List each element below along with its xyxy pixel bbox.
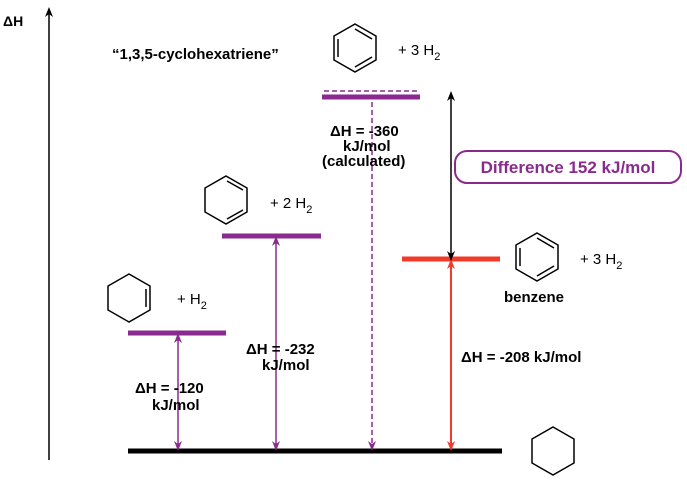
enthalpy-axis-label: ΔH [3, 13, 23, 29]
benzene-reagent: + 3 H2 [580, 251, 622, 272]
cyclohexatriene-structure [333, 23, 377, 73]
benzene-name: benzene [504, 289, 564, 306]
cyclohexatriene-name: “1,3,5-cyclohexatriene” [112, 46, 279, 63]
difference-label: Difference 152 kJ/mol [481, 158, 656, 177]
cyclohexadiene-reagent: + 2 H2 [270, 195, 312, 216]
dh-cyclohexatriene-label: ΔH = -360 [330, 123, 399, 140]
difference-box [454, 150, 682, 184]
benzene-structure [515, 232, 559, 282]
dh-cyclohexatriene-note: (calculated) [322, 153, 405, 170]
cyclohexadiene-structure [204, 175, 248, 225]
dh-cyclohexatriene-unit: kJ/mol [343, 138, 391, 155]
dh-benzene-label: ΔH = -208 kJ/mol [461, 349, 581, 366]
cyclohexene-reagent: + H2 [177, 291, 207, 312]
dh-cyclohexadiene-unit: kJ/mol [262, 357, 310, 374]
dh-cyclohexadiene-label: ΔH = -232 [246, 341, 315, 358]
cyclohexene-structure [107, 273, 151, 323]
cyclohexatriene-reagent: + 3 H2 [398, 42, 440, 63]
dh-cyclohexene-unit: kJ/mol [152, 397, 200, 414]
dh-cyclohexene-label: ΔH = -120 [135, 380, 204, 397]
cyclohexane-structure [531, 426, 575, 476]
